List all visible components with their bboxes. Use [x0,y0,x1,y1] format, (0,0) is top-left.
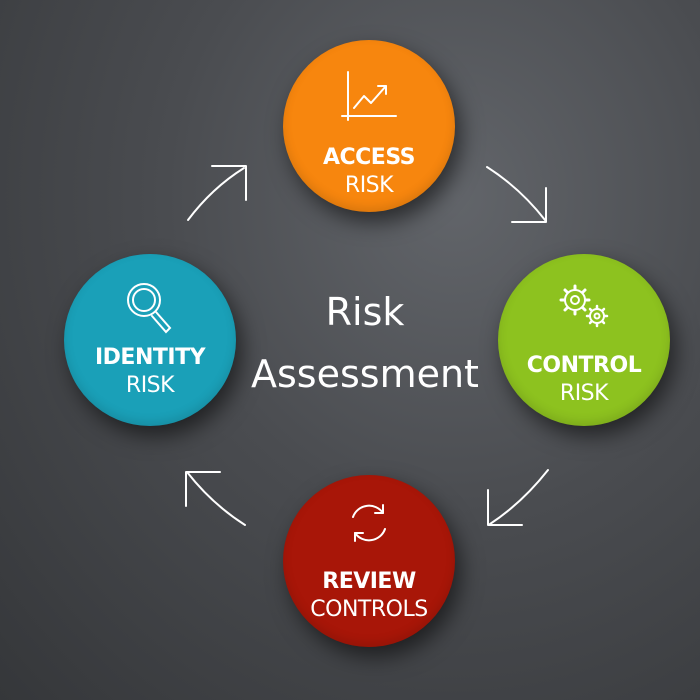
refresh-icon [352,504,386,542]
control-risk-node: CONTROL RISK [498,254,670,426]
control-risk-subtitle: RISK [559,381,609,406]
access-risk-subtitle: RISK [344,173,394,198]
review-controls-node: REVIEW CONTROLS [283,475,455,647]
identity-risk-node: IDENTITY RISK [64,254,236,426]
arrow-review-to-identity [185,471,246,526]
gears-icon [559,284,609,328]
arrow-identity-to-access [187,165,247,221]
arrow-control-to-review [487,469,549,526]
review-controls-subtitle: CONTROLS [310,597,428,622]
center-title-line1: Risk [325,290,405,334]
identity-risk-title: IDENTITY [94,345,206,370]
review-controls-title: REVIEW [322,569,416,594]
magnifier-icon [127,283,172,334]
access-risk-node: ACCESS RISK [283,40,455,212]
control-risk-title: CONTROL [526,353,642,378]
arrow-access-to-control [486,166,547,223]
identity-risk-subtitle: RISK [125,373,175,398]
center-title-line2: Assessment [251,352,479,396]
line-chart-icon [341,71,397,121]
access-risk-title: ACCESS [322,145,416,170]
